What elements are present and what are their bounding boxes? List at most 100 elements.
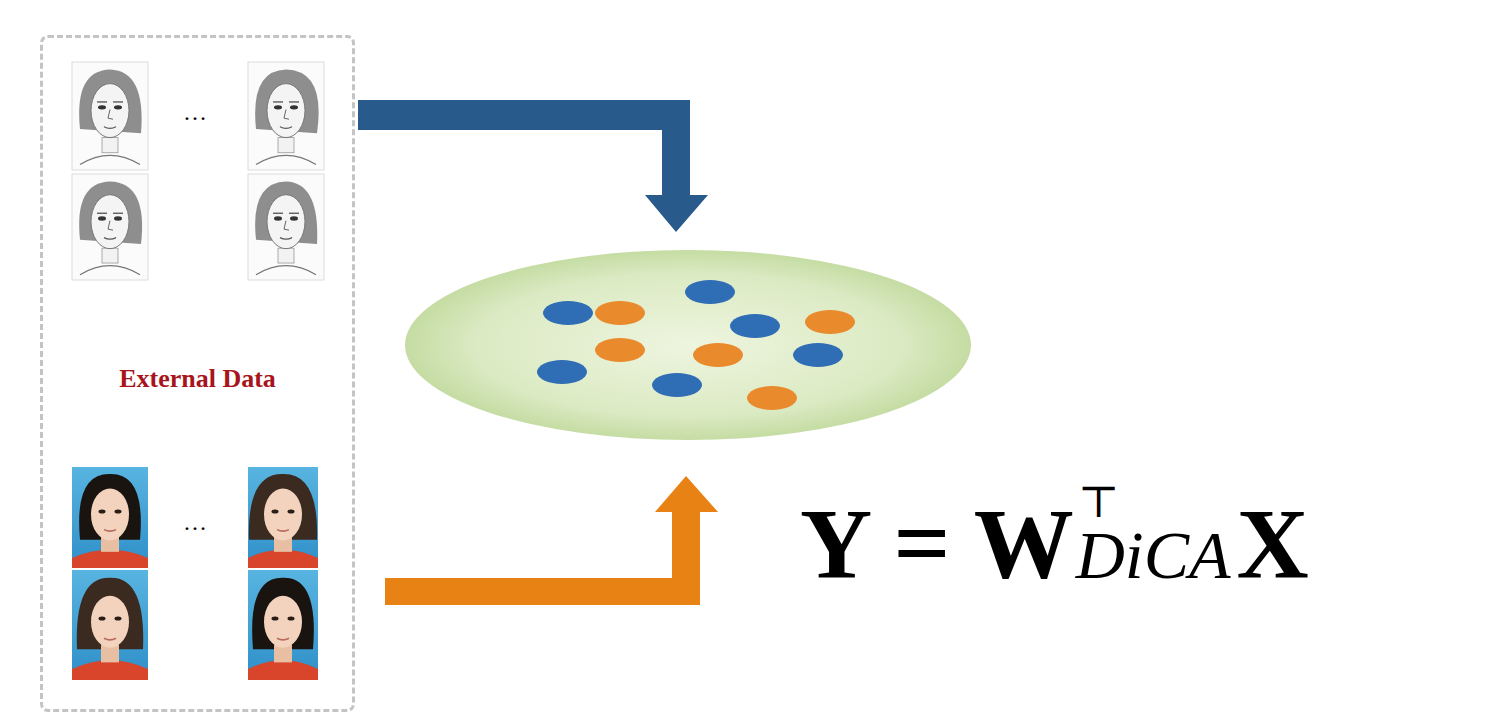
mouth <box>104 530 116 532</box>
image-frame <box>72 570 148 680</box>
eye <box>274 105 282 109</box>
eye <box>99 509 106 513</box>
eye <box>288 509 295 513</box>
neck <box>278 248 294 263</box>
brow <box>97 213 107 214</box>
sketch-face <box>248 62 324 170</box>
image-frame <box>72 467 148 568</box>
sample-dots <box>537 280 855 410</box>
container-label: External Data <box>113 363 283 394</box>
neck <box>278 138 294 153</box>
sample-dot <box>537 360 587 384</box>
shoulders <box>80 266 140 275</box>
nose <box>108 221 113 231</box>
face <box>267 195 305 249</box>
face <box>91 488 129 540</box>
neck <box>102 248 118 263</box>
shirt <box>72 660 148 680</box>
mouth <box>104 238 116 240</box>
sketch-face <box>248 174 324 280</box>
hair <box>77 578 143 650</box>
eye <box>272 616 279 620</box>
sample-dot <box>747 386 797 410</box>
shoulders <box>256 155 316 164</box>
face <box>267 84 305 138</box>
shirt <box>248 660 318 680</box>
photo-face <box>72 570 148 680</box>
eye <box>98 216 106 220</box>
eye <box>99 616 106 620</box>
sample-dot <box>693 343 743 367</box>
neck <box>102 138 118 153</box>
eye <box>288 616 295 620</box>
brow <box>289 101 299 102</box>
ellipsis: … <box>183 100 207 124</box>
common-space <box>405 250 971 440</box>
image-frame <box>72 62 148 170</box>
image-frame <box>248 174 324 280</box>
hair <box>249 474 317 540</box>
blue-arrow <box>358 100 708 232</box>
brow <box>113 213 123 214</box>
nose <box>108 110 113 120</box>
shirt <box>248 550 318 568</box>
mouth <box>280 238 292 240</box>
sample-dot <box>730 314 780 338</box>
photo-face <box>248 467 318 568</box>
face <box>91 195 129 249</box>
sample-dot <box>793 343 843 367</box>
brow <box>113 101 123 102</box>
sample-dot <box>595 338 645 362</box>
brow <box>273 213 283 214</box>
shoulders <box>256 266 316 275</box>
eye <box>114 216 122 220</box>
sample-dot <box>652 373 702 397</box>
sample-dot <box>805 310 855 334</box>
eye <box>274 216 282 220</box>
shoulders <box>80 155 140 164</box>
image-frame <box>248 467 318 568</box>
mouth <box>277 638 289 640</box>
eye <box>114 105 122 109</box>
mouth <box>104 638 116 640</box>
sketch-face <box>72 62 148 170</box>
eye <box>115 509 122 513</box>
photo-face <box>72 467 148 568</box>
image-frame <box>248 570 318 680</box>
hair <box>252 578 314 650</box>
eye <box>290 105 298 109</box>
formula-subscript: DiCA <box>1076 521 1231 589</box>
face <box>264 488 302 540</box>
face <box>264 596 302 648</box>
sample-dot <box>543 301 593 325</box>
mouth <box>280 127 292 129</box>
nose <box>284 221 289 231</box>
face <box>91 84 129 138</box>
brow <box>273 101 283 102</box>
nose <box>284 110 289 120</box>
image-frame <box>72 174 148 280</box>
photo-face <box>248 570 318 680</box>
eye <box>115 616 122 620</box>
formula-lhs: Y = W <box>800 494 1074 594</box>
sample-dot <box>685 280 735 304</box>
formula-transpose: ⊤ <box>1078 480 1119 524</box>
eye <box>272 509 279 513</box>
eye <box>98 105 106 109</box>
mouth <box>104 127 116 129</box>
sample-dot <box>595 301 645 325</box>
hair <box>79 474 141 540</box>
brow <box>289 213 299 214</box>
ellipsis: … <box>183 510 207 534</box>
eye <box>290 216 298 220</box>
formula-variable: X <box>1237 494 1309 594</box>
brow <box>97 101 107 102</box>
orange-arrow <box>385 476 718 605</box>
image-frame <box>248 62 324 170</box>
mouth <box>277 530 289 532</box>
face <box>91 596 129 648</box>
data-container: External Data <box>40 35 355 712</box>
sketch-face <box>72 174 148 280</box>
